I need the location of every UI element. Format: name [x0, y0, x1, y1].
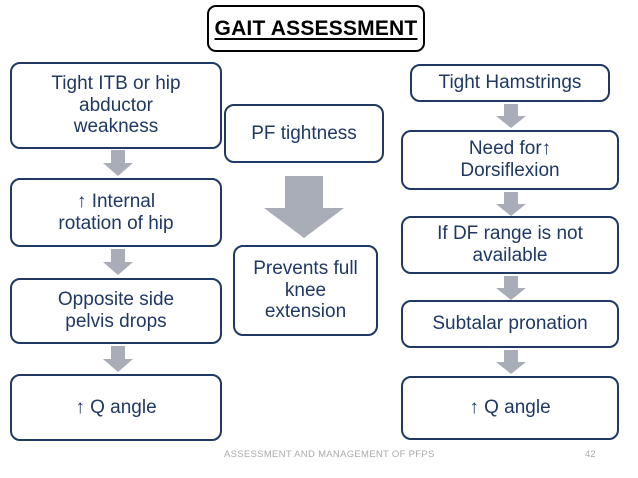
node-label: ↑ Internal rotation of hip — [58, 190, 174, 234]
arrow-right-2-icon — [496, 192, 526, 216]
page-title: GAIT ASSESSMENT — [214, 16, 418, 40]
footer-text: ASSESSMENT AND MANAGEMENT OF PFPS — [224, 449, 435, 460]
node-left-increased-q-angle[interactable]: ↑ Q angle — [10, 374, 222, 441]
node-label: If DF range is not available — [437, 223, 583, 266]
arrow-right-4-icon — [496, 350, 526, 374]
node-label: Opposite side pelvis drops — [57, 289, 175, 332]
node-label: Prevents full knee extension — [253, 257, 358, 323]
arrow-middle-large-icon — [264, 176, 344, 238]
node-label: PF tightness — [251, 122, 357, 144]
node-label: Need for↑ Dorsiflexion — [460, 138, 560, 181]
node-tight-itb-hip-abductor-weakness[interactable]: Tight ITB or hip abductor weakness — [10, 62, 222, 149]
node-opposite-side-pelvis-drops[interactable]: Opposite side pelvis drops — [10, 278, 222, 344]
node-pf-tightness[interactable]: PF tightness — [224, 104, 384, 163]
node-label: Subtalar pronation — [432, 313, 588, 335]
footer-page-number: 42 — [585, 449, 596, 460]
node-tight-hamstrings[interactable]: Tight Hamstrings — [410, 64, 610, 102]
node-increased-internal-rotation-of-hip[interactable]: ↑ Internal rotation of hip — [10, 178, 222, 247]
arrow-left-2-icon — [103, 249, 133, 275]
node-label: Tight ITB or hip abductor weakness — [51, 72, 181, 138]
node-label: Tight Hamstrings — [438, 72, 582, 94]
node-subtalar-pronation[interactable]: Subtalar pronation — [401, 300, 619, 348]
node-prevents-full-knee-extension[interactable]: Prevents full knee extension — [233, 245, 378, 336]
node-right-increased-q-angle[interactable]: ↑ Q angle — [401, 376, 619, 440]
arrow-left-1-icon — [103, 150, 133, 176]
node-if-df-range-is-not-available[interactable]: If DF range is not available — [401, 216, 619, 274]
slide-title-box: GAIT ASSESSMENT — [207, 5, 425, 52]
node-label: ↑ Q angle — [469, 397, 551, 419]
arrow-left-3-icon — [103, 346, 133, 372]
arrow-right-1-icon — [496, 104, 526, 128]
node-label: ↑ Q angle — [75, 396, 157, 418]
node-need-for-increased-dorsiflexion[interactable]: Need for↑ Dorsiflexion — [401, 130, 619, 190]
arrow-right-3-icon — [496, 276, 526, 300]
